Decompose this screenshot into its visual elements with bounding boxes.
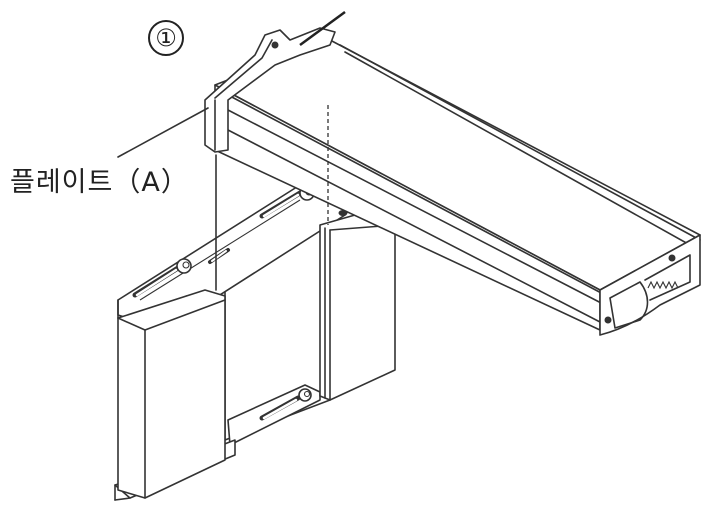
guide-lines [117, 105, 329, 291]
plate-a-label: 플레이트（A） [10, 167, 189, 198]
label-leader-line [117, 107, 209, 158]
bracket-cover-right [319, 214, 396, 401]
step-number-marker: ① [148, 20, 184, 56]
rail [214, 39, 701, 336]
bracket-cover-left [117, 289, 226, 499]
plate-a [204, 10, 346, 153]
